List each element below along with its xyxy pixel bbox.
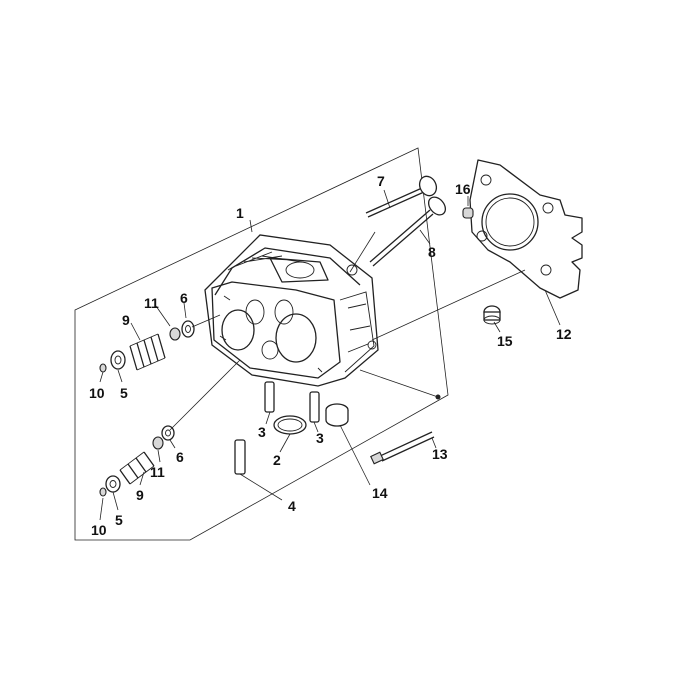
callout-10-upper: 10 bbox=[89, 385, 105, 401]
dowel-16 bbox=[462, 207, 474, 219]
callout-2: 2 bbox=[273, 452, 281, 468]
callout-1: 1 bbox=[236, 205, 244, 221]
callout-13: 13 bbox=[432, 446, 448, 462]
callout-3-left: 3 bbox=[258, 424, 266, 440]
callout-16: 16 bbox=[455, 181, 471, 197]
callout-10-lower: 10 bbox=[91, 522, 107, 538]
callout-5-upper: 5 bbox=[120, 385, 128, 401]
callout-11-upper: 11 bbox=[144, 295, 159, 311]
callout-8: 8 bbox=[428, 244, 436, 260]
o-ring-2 bbox=[273, 415, 307, 435]
assembly-1-boundary bbox=[74, 147, 449, 541]
callout-5-lower: 5 bbox=[115, 512, 123, 528]
callout-7: 7 bbox=[377, 173, 385, 189]
valve-stem-seal-11-lower bbox=[152, 436, 164, 450]
valve-spring-9-lower bbox=[119, 451, 155, 485]
callout-15: 15 bbox=[497, 333, 513, 349]
dowel-3-left bbox=[264, 381, 275, 413]
callout-4: 4 bbox=[288, 498, 296, 514]
leader-lines bbox=[99, 189, 561, 521]
valve-spring-9-upper bbox=[129, 333, 166, 371]
spring-retainer-5-lower bbox=[105, 475, 121, 493]
valve-keeper-10-lower bbox=[99, 487, 107, 497]
valve-7 bbox=[365, 175, 438, 218]
stud-13 bbox=[370, 431, 435, 465]
callout-11-lower: 11 bbox=[150, 464, 165, 480]
dowel-3-right bbox=[309, 391, 320, 423]
callout-9-lower: 9 bbox=[136, 487, 144, 503]
callout-6-upper: 6 bbox=[180, 290, 188, 306]
head-gasket-12 bbox=[469, 159, 583, 299]
callout-12: 12 bbox=[556, 326, 572, 342]
bush-15 bbox=[483, 305, 501, 325]
callout-9-upper: 9 bbox=[122, 312, 130, 328]
callout-14: 14 bbox=[372, 485, 388, 501]
valve-8 bbox=[369, 196, 447, 267]
callout-6-lower: 6 bbox=[176, 449, 184, 465]
cylinder-head bbox=[204, 234, 379, 387]
spring-retainer-5-upper bbox=[110, 350, 126, 370]
valve-keeper-10-upper bbox=[99, 363, 107, 373]
valve-stem-seal-11-upper bbox=[169, 327, 181, 341]
spring-seat-6-upper bbox=[181, 320, 195, 338]
callout-3-right: 3 bbox=[316, 430, 324, 446]
dowel-4 bbox=[234, 439, 246, 475]
cap-14 bbox=[325, 403, 349, 427]
